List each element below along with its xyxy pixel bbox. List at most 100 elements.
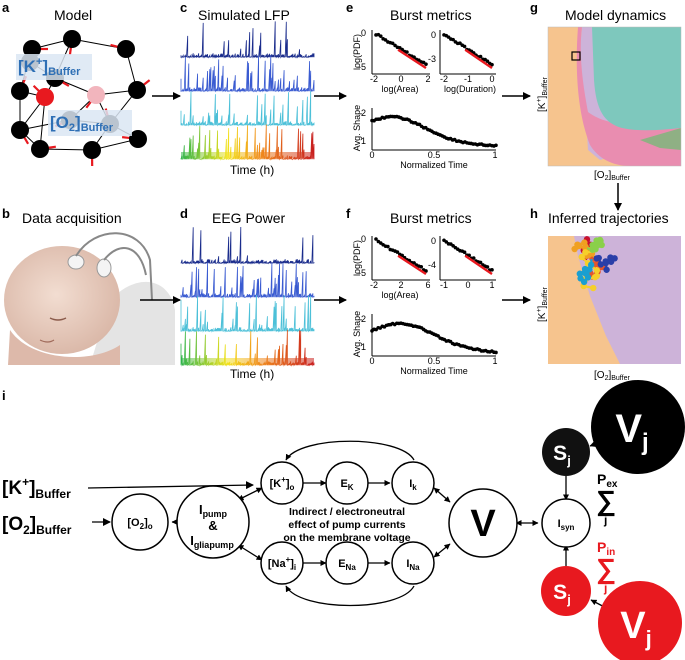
e-ylabel-pdf: log(PDF) xyxy=(352,34,362,70)
trace-line xyxy=(180,262,315,299)
nai-node xyxy=(260,541,304,585)
f-dur-tick-x: 1 xyxy=(489,280,494,290)
e-area-fit-line xyxy=(397,48,427,70)
e-ylabel-shape: Avg. Shape xyxy=(352,105,362,151)
sj-inhibitory-node xyxy=(541,566,591,616)
f-area-fit-line xyxy=(397,254,427,276)
trajectory-point xyxy=(603,266,610,273)
o2o-label: [O2]o xyxy=(127,517,152,531)
trajectory-point xyxy=(607,254,614,261)
sj-in-label: Sj xyxy=(553,581,571,607)
panel-g-title: Model dynamics xyxy=(565,7,667,23)
e-dur-fit-line xyxy=(464,48,493,69)
panel-d-title: EEG Power xyxy=(212,210,286,226)
f-area-point xyxy=(374,237,378,241)
f-dur-point xyxy=(485,265,490,269)
ina-feedback-arc xyxy=(285,585,415,607)
e-dur-point xyxy=(478,54,483,59)
f-area-tick-y: 0 xyxy=(361,234,366,244)
sj-excitatory-node xyxy=(542,428,590,476)
panel-letter-b: b xyxy=(2,206,10,221)
f-ylabel-pdf: log(PDF) xyxy=(352,240,362,276)
sum-in-symbol: ∑ xyxy=(596,553,616,585)
e-area-point xyxy=(390,41,395,46)
trace-line xyxy=(180,294,315,333)
e-dur-point xyxy=(490,62,494,67)
e-area-point xyxy=(383,38,388,42)
diagram-o2-buffer: [O2]Buffer xyxy=(2,514,72,537)
f-area-point xyxy=(395,250,400,254)
green-region xyxy=(640,128,681,150)
e-shape-point xyxy=(494,143,498,148)
trace-line xyxy=(180,55,315,93)
f-dur-point xyxy=(490,268,494,272)
e-shape-tick-x: 1 xyxy=(492,150,497,160)
f-ylabel-shape: Avg. Shape xyxy=(352,311,362,357)
baby-eye xyxy=(49,317,67,321)
sum-ex-symbol: ∑ xyxy=(596,485,616,517)
f-shape-tick-x: 1 xyxy=(492,356,497,366)
orange-region xyxy=(548,236,620,364)
f-dur-point xyxy=(478,260,483,265)
panel-g-dynamics-map xyxy=(547,26,682,167)
baby-head xyxy=(4,246,120,354)
f-dur-tick-x: -1 xyxy=(440,280,448,290)
trajectory-point xyxy=(597,237,604,245)
e-xlabel-area: log(Area) xyxy=(381,84,418,94)
trace-line xyxy=(180,90,315,127)
trajectory-point xyxy=(592,246,599,253)
panel-letter-f: f xyxy=(346,206,351,221)
trajectory-point xyxy=(582,243,589,250)
d-xlabel: Time (h) xyxy=(230,367,274,381)
note-line2: effect of pump currents xyxy=(288,519,405,531)
f-shape-point xyxy=(494,350,498,355)
pink-region xyxy=(576,27,681,166)
panel-letter-e: e xyxy=(346,0,354,15)
panel-letter-i: i xyxy=(2,388,6,403)
f-shape-tick-x: 0.5 xyxy=(428,356,441,366)
network-node xyxy=(83,141,101,159)
f-dur-tick-y: 0 xyxy=(431,236,436,246)
sum-ex-index: j xyxy=(603,513,607,527)
kbuffer-to-ko-arrow xyxy=(87,481,254,490)
trace-line xyxy=(180,226,315,265)
panel-letter-a: a xyxy=(2,0,10,15)
panel-h-title: Inferred trajectories xyxy=(548,210,669,226)
pump-nai-arrow xyxy=(237,544,263,561)
f-xlabel-time: Normalized Time xyxy=(400,366,468,376)
v-label: V xyxy=(470,503,496,545)
trajectory-point xyxy=(602,258,609,265)
flow-arrows xyxy=(140,92,622,304)
pump-amp: & xyxy=(208,518,217,533)
f-area-point xyxy=(412,261,416,265)
o2o-node xyxy=(111,493,169,551)
panel-letter-h: h xyxy=(530,206,538,221)
pump-ko-arrow xyxy=(237,487,263,501)
h-ylabel: [K+]Buffer xyxy=(536,286,549,322)
trajectory-point xyxy=(576,270,584,277)
ik-label: Ik xyxy=(409,478,417,492)
panel-a-title: Model xyxy=(54,7,93,23)
e-area-tick-y: 0 xyxy=(361,28,366,38)
panel-i-diagram xyxy=(87,380,685,660)
panel-letter-g: g xyxy=(530,0,538,15)
trajectory-lines xyxy=(571,235,618,292)
trace-line xyxy=(180,21,315,59)
trajectory-point xyxy=(578,253,585,261)
panel-b-illustration xyxy=(4,232,175,365)
e-xlabel-duration: log(Duration) xyxy=(444,84,496,94)
g-ylabel: [K+]Buffer xyxy=(536,76,549,112)
f-xlabel-area: log(Area) xyxy=(381,290,418,300)
trajectory-point xyxy=(593,267,601,274)
electrode-cable xyxy=(103,247,147,276)
e-dur-point xyxy=(451,37,455,42)
f-area-tick-x: -2 xyxy=(370,280,378,290)
network-node xyxy=(11,121,29,139)
network-node xyxy=(31,140,49,158)
network-node xyxy=(63,30,81,48)
e-area-tick-x: -2 xyxy=(370,74,378,84)
ek-node xyxy=(325,461,369,505)
e-dur-point xyxy=(485,59,490,64)
map-frame xyxy=(547,26,682,167)
